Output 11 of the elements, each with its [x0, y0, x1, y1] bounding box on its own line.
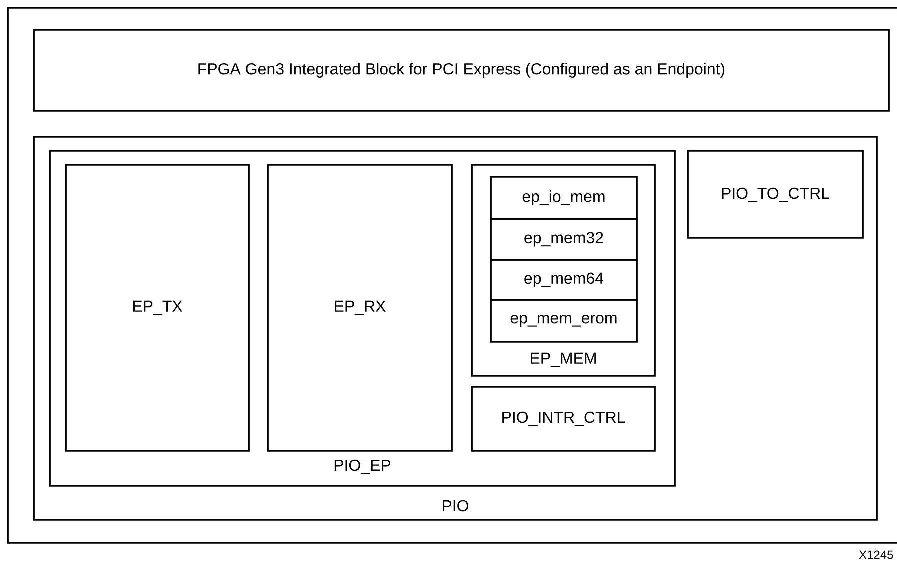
- outer-frame: [7, 7, 897, 544]
- block-box: FPGA Gen3 Integrated Block for PCI Express (Configured as an Endpoint): [33, 29, 890, 112]
- module-box: EP_RX: [267, 164, 453, 452]
- module-box: EP_TX: [65, 164, 250, 452]
- memory-row: ep_io_mem: [490, 176, 638, 220]
- memory-row: ep_mem64: [490, 259, 638, 301]
- module-box: PIO_INTR_CTRL: [471, 386, 656, 452]
- memory-row: ep_mem32: [490, 218, 638, 261]
- memory-row: ep_mem_erom: [490, 299, 638, 343]
- figure-id: X1245: [859, 550, 894, 560]
- module-box: PIO_TO_CTRL: [687, 150, 864, 239]
